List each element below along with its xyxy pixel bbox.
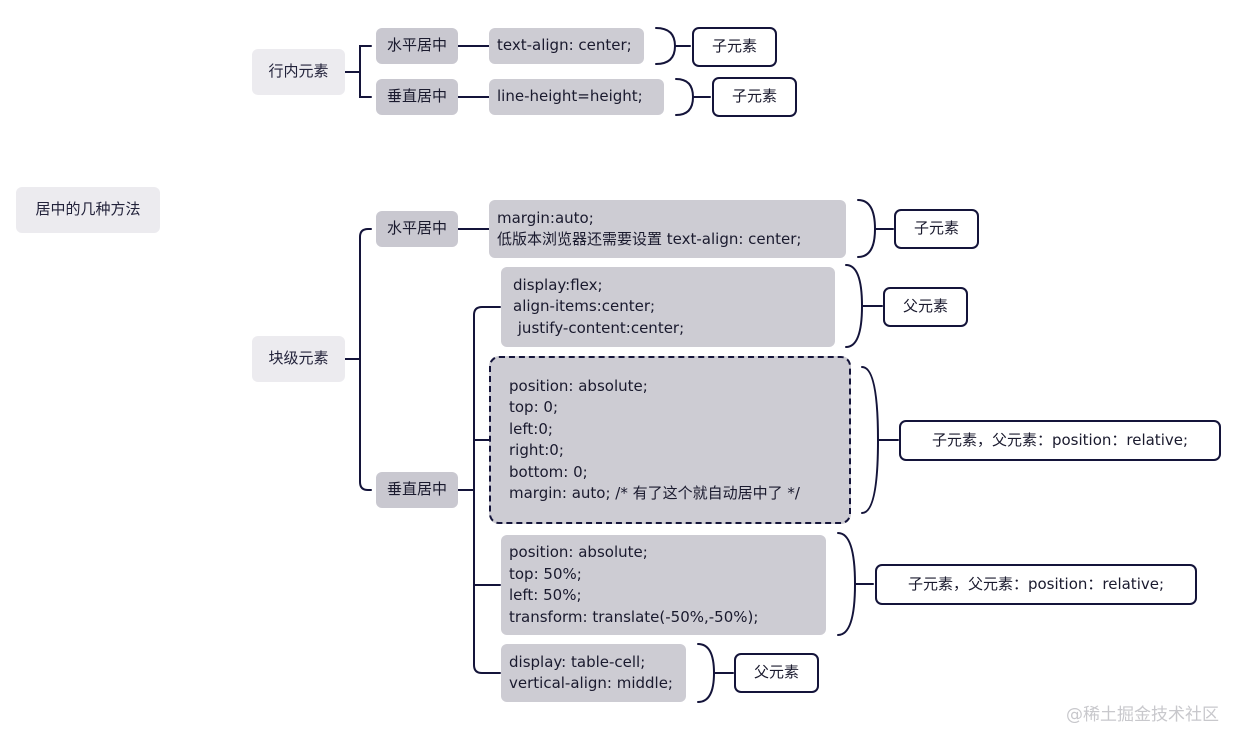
note-table-cell[interactable]: 父元素 bbox=[734, 653, 819, 693]
brace-table-cell bbox=[697, 643, 716, 703]
topic-inline-elements[interactable]: 行内元素 bbox=[252, 49, 345, 95]
brace-inline-h bbox=[655, 27, 677, 65]
code-absolute-margin[interactable]: position: absolute; top: 0; left:0; righ… bbox=[489, 356, 851, 524]
topic-block-elements[interactable]: 块级元素 bbox=[252, 336, 345, 382]
connector-block-v bbox=[473, 306, 501, 674]
note-block-horizontal[interactable]: 子元素 bbox=[894, 209, 979, 249]
root-topic[interactable]: 居中的几种方法 bbox=[16, 187, 160, 233]
note-inline-horizontal[interactable]: 子元素 bbox=[692, 27, 777, 67]
code-table-cell[interactable]: display: table-cell; vertical-align: mid… bbox=[501, 644, 686, 702]
code-block-horizontal[interactable]: margin:auto; 低版本浏览器还需要设置 text-align: cen… bbox=[489, 200, 846, 258]
watermark: @稀土掘金技术社区 bbox=[1066, 705, 1219, 725]
topic-block-horizontal[interactable]: 水平居中 bbox=[376, 211, 458, 247]
connector-block bbox=[344, 228, 372, 491]
brace-abs-translate bbox=[837, 532, 857, 636]
brace-inline-v bbox=[675, 78, 695, 116]
topic-block-vertical[interactable]: 垂直居中 bbox=[376, 472, 458, 508]
note-inline-vertical[interactable]: 子元素 bbox=[712, 77, 797, 117]
brace-flex bbox=[845, 264, 864, 348]
topic-inline-vertical[interactable]: 垂直居中 bbox=[376, 79, 458, 115]
brace-abs-margin bbox=[861, 366, 880, 514]
note-flex[interactable]: 父元素 bbox=[883, 287, 968, 327]
code-inline-vertical[interactable]: line-height=height; bbox=[489, 79, 664, 115]
code-flex[interactable]: display:flex; align-items:center; justif… bbox=[501, 267, 835, 347]
topic-inline-horizontal[interactable]: 水平居中 bbox=[376, 28, 458, 64]
note-absolute-translate[interactable]: 子元素，父元素：position：relative; bbox=[875, 564, 1197, 605]
code-absolute-translate[interactable]: position: absolute; top: 50%; left: 50%;… bbox=[501, 535, 826, 635]
brace-block-h bbox=[857, 199, 877, 258]
code-inline-horizontal[interactable]: text-align: center; bbox=[489, 28, 644, 64]
note-absolute-margin[interactable]: 子元素，父元素：position：relative; bbox=[899, 420, 1221, 461]
connector-inline bbox=[344, 45, 372, 98]
